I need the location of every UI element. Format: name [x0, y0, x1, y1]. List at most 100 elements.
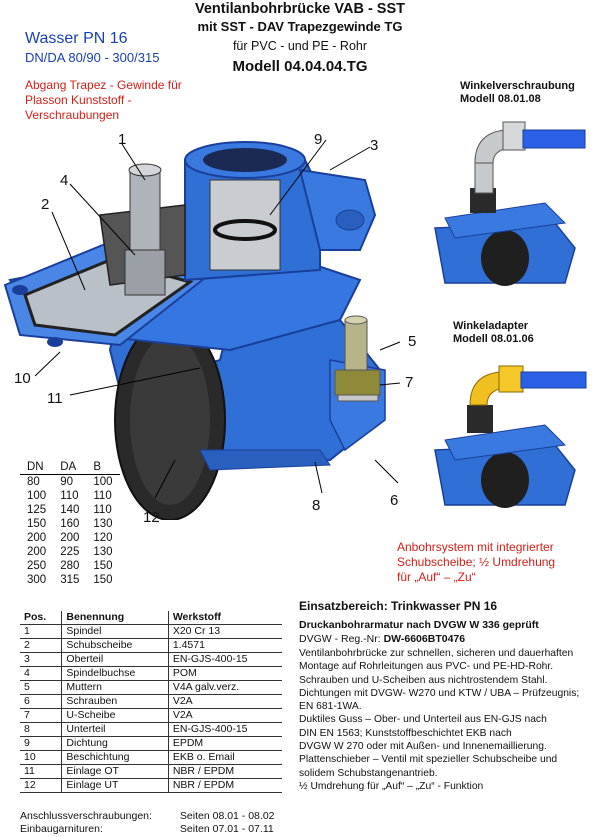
- parts-cell: 2: [24, 639, 30, 651]
- dimensions-cell: 80: [27, 476, 40, 488]
- parts-cell: V4A galv.verz.: [167, 680, 282, 695]
- parts-cell: 4: [24, 667, 30, 679]
- parts-cell: Muttern: [61, 680, 169, 695]
- description-line: Dichtungen mit DVGW- W270 und KTW / UBA …: [299, 687, 580, 699]
- parts-cell: Schubscheibe: [61, 638, 169, 653]
- doc-subtitle: mit SST - DAV Trapezgewinde TG: [197, 19, 403, 34]
- description-line: EN 681-1WA.: [299, 701, 362, 713]
- description-line: DIN EN 1563; Kunststoffbeschichtet EKB n…: [299, 727, 512, 739]
- parts-cell: POM: [167, 666, 282, 681]
- parts-cell: U-Scheibe: [61, 708, 169, 723]
- dimensions-cell: 200: [60, 532, 80, 544]
- parts-cell: 3: [24, 653, 30, 665]
- dimensions-cell: 250: [27, 560, 47, 572]
- dimensions-cell: 200: [27, 532, 47, 544]
- parts-cell: 1: [24, 625, 30, 637]
- parts-cell: Unterteil: [61, 722, 169, 737]
- dimensions-cell: 140: [60, 504, 80, 516]
- parts-cell: V2A: [167, 708, 282, 723]
- parts-cell: 7: [24, 709, 30, 721]
- parts-cell: Einlage OT: [61, 764, 169, 779]
- parts-cell: Dichtung: [61, 736, 169, 751]
- main-product-illustration: [3, 139, 401, 520]
- callout-8: 8: [312, 497, 321, 514]
- parts-cell: Einlage UT: [61, 778, 169, 793]
- parts-cell: Spindelbuchse: [61, 666, 169, 681]
- parts-cell: NBR / EPDM: [167, 764, 282, 779]
- winkeladapter-caption: Winkeladapter Modell 08.01.06: [453, 320, 534, 346]
- anbohrsystem-line-2: Schubscheibe; ½ Umdrehung: [397, 555, 556, 569]
- anbohrsystem-line-3: für „Auf“ – „Zu“: [397, 570, 476, 584]
- dimensions-cell: 100: [93, 476, 113, 488]
- parts-cell: Beschichtung: [61, 750, 169, 765]
- dim-header-da: DA: [60, 461, 77, 473]
- parts-cell: 8: [24, 723, 30, 735]
- footer-value-1[interactable]: Seiten 08.01 - 08.02: [179, 810, 275, 822]
- winkeladapter-illustration: [434, 365, 587, 508]
- winkelverschraubung-name: Winkelverschraubung: [460, 80, 575, 92]
- description-line: ½ Umdrehung für „Auf“ – „Zu“ - Funktion: [299, 780, 484, 792]
- callout-1: 1: [118, 131, 127, 148]
- parts-cell: Oberteil: [61, 652, 169, 667]
- dimensions-cell: 225: [60, 546, 80, 558]
- parts-cell: 10: [24, 751, 36, 763]
- dimensions-cell: 200: [27, 546, 47, 558]
- description-line: Ventilanbohrbrücke zur schnellen, sicher…: [299, 648, 574, 659]
- einsatzbereich: Einsatzbereich: Trinkwasser PN 16: [299, 599, 498, 613]
- dimensions-cell: 130: [93, 546, 113, 558]
- callout-6: 6: [390, 492, 399, 509]
- callout-5: 5: [408, 333, 417, 350]
- parts-cell: EKB o. Email: [167, 750, 282, 765]
- parts-cell: Spindel: [61, 624, 169, 639]
- dim-header-b: B: [93, 461, 102, 473]
- dimensions-cell: 160: [60, 518, 80, 530]
- dimensions-cell: 150: [93, 560, 113, 572]
- winkelverschraubung-model: Modell 08.01.08: [460, 93, 541, 105]
- parts-header-werkstoff: Werkstoff: [167, 611, 282, 625]
- description-line: Duktiles Guss – Ober- und Unterteil aus …: [299, 714, 547, 726]
- dim-header-dn: DN: [27, 461, 44, 473]
- dimensions-cell: 110: [93, 490, 112, 502]
- description-line: Montage auf Rohrleitungen aus PVC- und P…: [299, 661, 554, 673]
- anbohrsystem-line-1: Anbohrsystem mit integrierter: [397, 540, 554, 554]
- dimensions-cell: 130: [93, 518, 113, 530]
- parts-cell: EPDM: [167, 736, 282, 751]
- footer-value-2[interactable]: Seiten 07.01 - 07.11: [179, 823, 274, 835]
- winkelverschraubung-illustration: [434, 121, 586, 286]
- winkelverschraubung-caption: Winkelverschraubung Modell 08.01.08: [460, 80, 575, 106]
- description-line: Plattenschieber – Ventil mit spezieller …: [299, 754, 558, 766]
- dimensions-cell: 150: [93, 574, 113, 586]
- parts-cell: 5: [24, 681, 30, 693]
- dimensions-cell: 110: [93, 504, 112, 516]
- parts-header-pos: Pos.: [24, 611, 47, 623]
- description-line: solidem Schubstangenantrieb.: [299, 767, 438, 779]
- parts-header-row: Pos. Benennung Werkstoff: [20, 611, 282, 625]
- dimensions-cell: 100: [27, 490, 47, 502]
- footer-label-2: Einbaugarnituren:: [20, 823, 103, 835]
- callout-11: 11: [47, 390, 63, 407]
- parts-cell: V2A: [167, 694, 282, 709]
- dnda-range: DN/DA 80/90 - 300/315: [25, 50, 160, 65]
- callout-3: 3: [370, 137, 379, 154]
- doc-model: Modell 04.04.04.TG: [232, 58, 368, 75]
- anbohrsystem-note: Anbohrsystem mit integrierter Schubschei…: [397, 540, 555, 585]
- description-line: DVGW W 270 oder mit Außen- und Innenemai…: [299, 741, 547, 753]
- parts-cell: 1.4571: [167, 638, 282, 653]
- dvgw-reg: DVGW - Reg.-Nr: DW-6606BT0476: [299, 633, 465, 645]
- dimensions-cell: 90: [60, 476, 73, 488]
- parts-cell: EN-GJS-400-15: [167, 652, 282, 667]
- description-line: Schrauben und U-Scheiben aus nichtrosten…: [299, 674, 548, 686]
- druckanbohr-heading: Druckanbohrarmatur nach DVGW W 336 geprü…: [299, 619, 539, 631]
- dimensions-row: 200 225 130: [20, 545, 120, 559]
